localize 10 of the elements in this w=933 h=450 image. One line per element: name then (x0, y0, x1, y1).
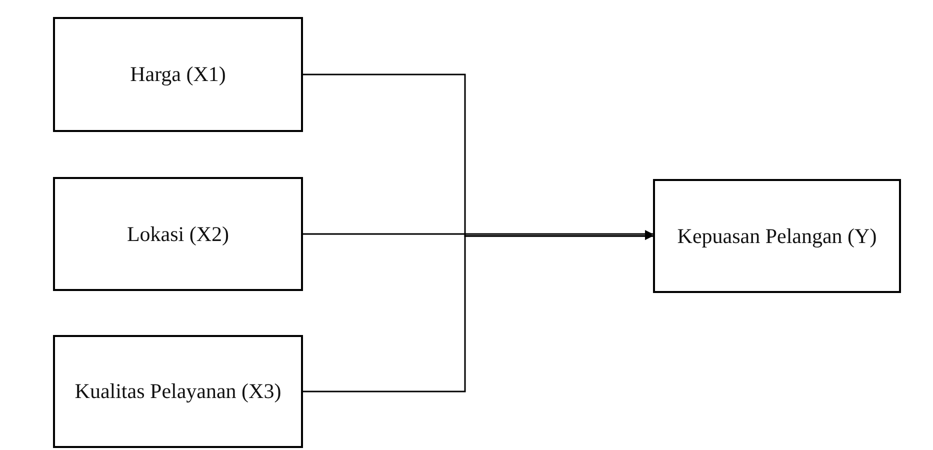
variable-label: Kepuasan Pelangan (Y) (677, 222, 877, 250)
variable-box (53, 17, 303, 132)
variable-box (653, 179, 901, 293)
variable-box (53, 177, 303, 291)
variable-label: Kualitas Pelayanan (X3) (74, 378, 282, 405)
connector-arrow (303, 230, 653, 238)
variable-box (53, 335, 303, 448)
variable-label: Harga (X1) (129, 61, 227, 88)
connector-arrow (303, 232, 653, 392)
variable-label: Lokasi (X2) (126, 220, 230, 248)
